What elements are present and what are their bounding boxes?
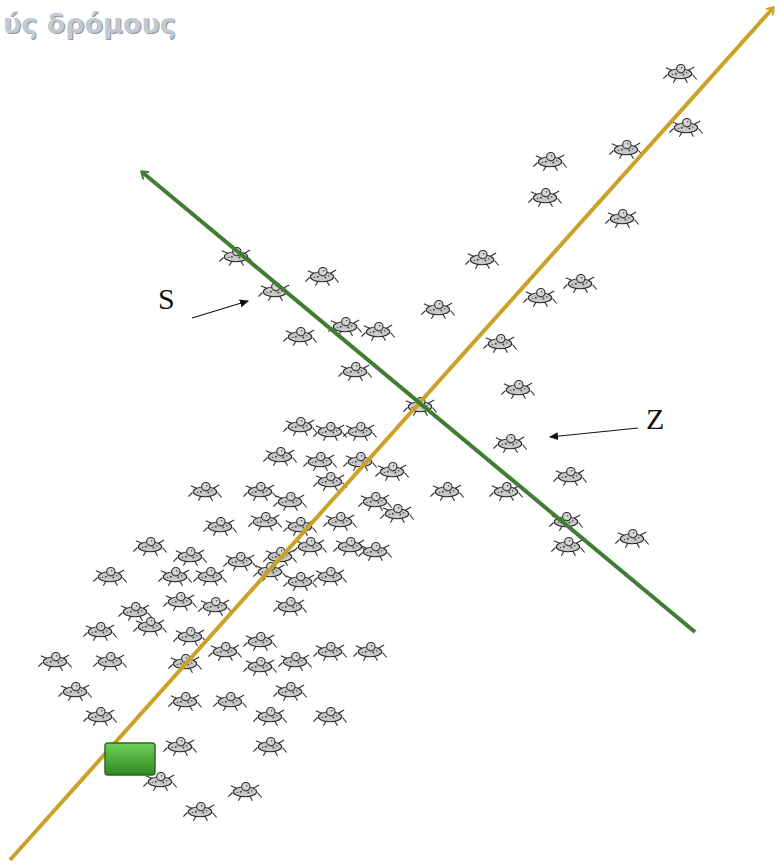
- position-marker: [105, 743, 155, 775]
- point-label: S: [158, 282, 175, 316]
- leader-arrow: [192, 301, 248, 318]
- creature-points: [38, 65, 702, 821]
- point-label: Z: [646, 402, 664, 436]
- principal-axis: [10, 8, 773, 860]
- slide-title: ύς δρόμους: [3, 8, 176, 39]
- leader-arrow: [550, 428, 638, 437]
- secondary-axis: [142, 172, 695, 632]
